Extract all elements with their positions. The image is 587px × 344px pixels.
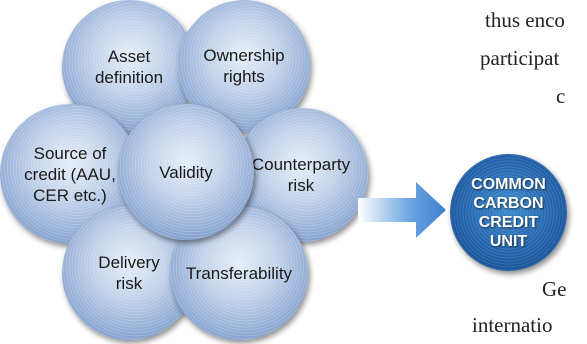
arrow-right-icon	[358, 182, 446, 238]
common-carbon-credit-unit-circle: COMMON CARBON CREDIT UNIT	[450, 154, 567, 271]
source-of-credit-label: Source of credit (AAU, CER etc.)	[24, 143, 116, 205]
common-carbon-credit-unit-label: COMMON CARBON CREDIT UNIT	[471, 175, 546, 250]
ownership-rights-label: Ownership rights	[203, 46, 285, 86]
side-text-line-3: c	[556, 84, 566, 108]
asset-definition-label: Asset definition	[94, 47, 164, 87]
delivery-risk-label: Delivery risk	[98, 253, 160, 293]
counterparty-risk-label: Counterparty risk	[251, 155, 351, 195]
validity-circle: Validity	[118, 104, 254, 240]
side-text-line-4: Ge	[542, 277, 567, 301]
side-text-line-5: internatio	[472, 313, 553, 337]
transferability-label: Transferability	[185, 263, 293, 283]
side-text-line-1: thus enco	[485, 8, 565, 32]
side-text-line-2: participat	[480, 46, 560, 70]
validity-label: Validity	[159, 162, 213, 182]
